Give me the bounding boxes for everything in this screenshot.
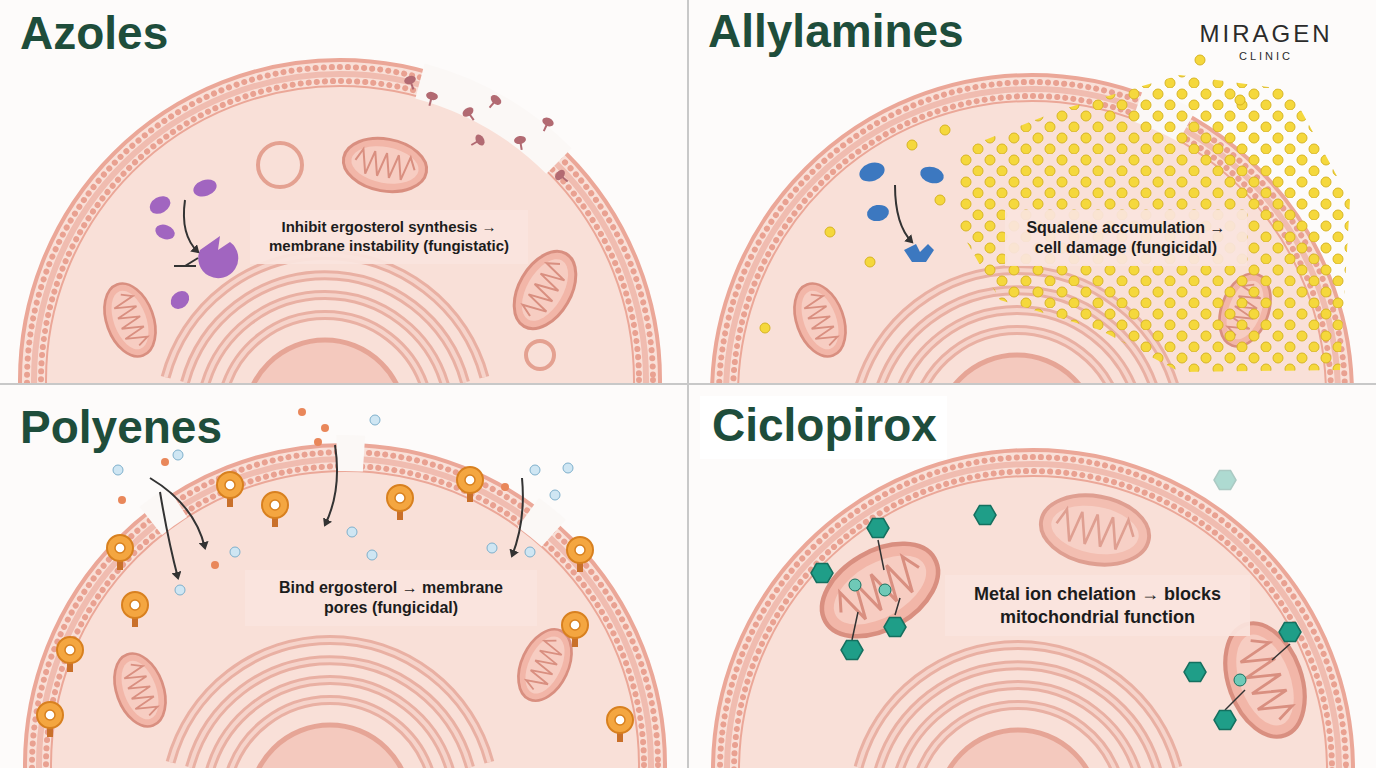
callout-text: Metal ion chelation → blocks mitochondri…	[955, 583, 1240, 628]
panel-heading: Polyenes	[20, 402, 222, 453]
panel-heading: Ciclopirox	[700, 396, 947, 459]
panel-heading: Azoles	[20, 8, 168, 59]
mechanism-callout: Squalene accumulation → cell damage (fun…	[1005, 210, 1247, 266]
drug-class-panel: AzolesInhibit ergosterol synthesis → mem…	[0, 0, 688, 384]
drug-class-panel: CiclopiroxMetal ion chelation → blocks m…	[688, 384, 1376, 768]
mechanism-callout: Metal ion chelation → blocks mitochondri…	[945, 575, 1250, 636]
logo-name: MIRAGEN	[1199, 20, 1332, 48]
callout-text: Inhibit ergosterol synthesis → membrane …	[260, 218, 518, 256]
drug-class-panel: PolyenesBind ergosterol → membrane pores…	[0, 384, 688, 768]
callout-text: Bind ergosterol → membrane pores (fungic…	[255, 578, 527, 618]
logo-subtitle: CLINIC	[1239, 50, 1293, 62]
panel-heading: Allylamines	[708, 6, 964, 57]
mechanism-callout: Inhibit ergosterol synthesis → membrane …	[250, 210, 528, 264]
mechanism-callout: Bind ergosterol → membrane pores (fungic…	[245, 570, 537, 626]
callout-text: Squalene accumulation → cell damage (fun…	[1015, 218, 1237, 258]
